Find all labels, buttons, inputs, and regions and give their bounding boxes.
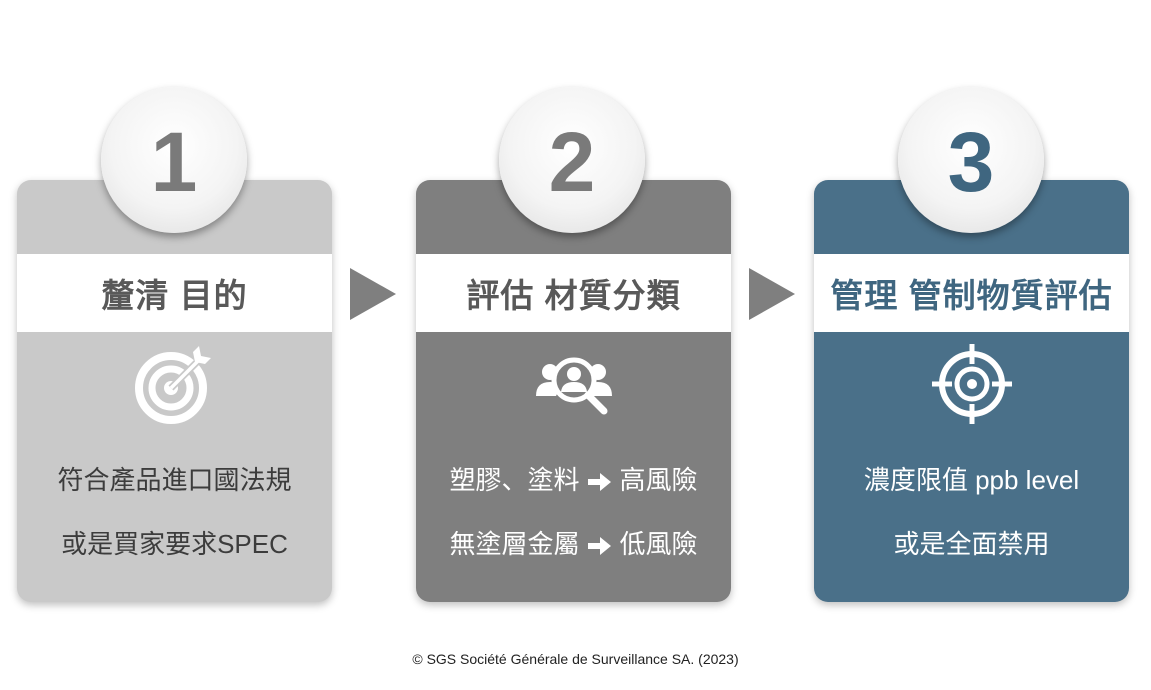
step-3-title: 管理 管制物質評估 [814, 254, 1129, 332]
crosshair-icon [931, 344, 1012, 424]
step-2-line-2-left: 無塗層金屬 [449, 529, 580, 559]
step-number-3: 3 [898, 87, 1044, 233]
step-2-line-2-right: 低風險 [619, 529, 698, 559]
step-arrow-icon [749, 268, 795, 320]
right-arrow-icon [587, 473, 611, 492]
step-3-line-1: 濃度限值 ppb level [863, 465, 1080, 495]
step-card-1: 釐清 目的 符合產品進口國法規 或是買家要求SPEC [17, 180, 332, 602]
step-1-line-2: 或是買家要求SPEC [61, 529, 288, 559]
step-arrow-icon [350, 268, 396, 320]
step-1-line-1: 符合產品進口國法規 [57, 465, 292, 495]
step-number-2: 2 [499, 87, 645, 233]
step-2-line-1-left: 塑膠、塗料 [449, 465, 580, 495]
target-arrow-icon [134, 346, 211, 424]
step-2-title: 評估 材質分類 [416, 254, 731, 332]
step-2-line-2: 無塗層金屬 低風險 [416, 524, 731, 561]
step-number-1: 1 [101, 87, 247, 233]
step-2-line-1-right: 高風險 [619, 465, 698, 495]
step-card-3: 管理 管制物質評估 濃度限值 ppb level 或是全面禁用 [814, 180, 1129, 602]
step-2-line-1: 塑膠、塗料 高風險 [416, 460, 731, 497]
people-search-icon [535, 357, 612, 415]
step-3-line-2: 或是全面禁用 [893, 529, 1050, 559]
step-1-title: 釐清 目的 [17, 254, 332, 332]
right-arrow-icon [587, 537, 611, 556]
copyright-footer: © SGS Société Générale de Surveillance S… [412, 651, 739, 667]
step-card-2: 評估 材質分類 塑膠、塗料 高風險 無塗層金屬 低風險 [416, 180, 731, 602]
